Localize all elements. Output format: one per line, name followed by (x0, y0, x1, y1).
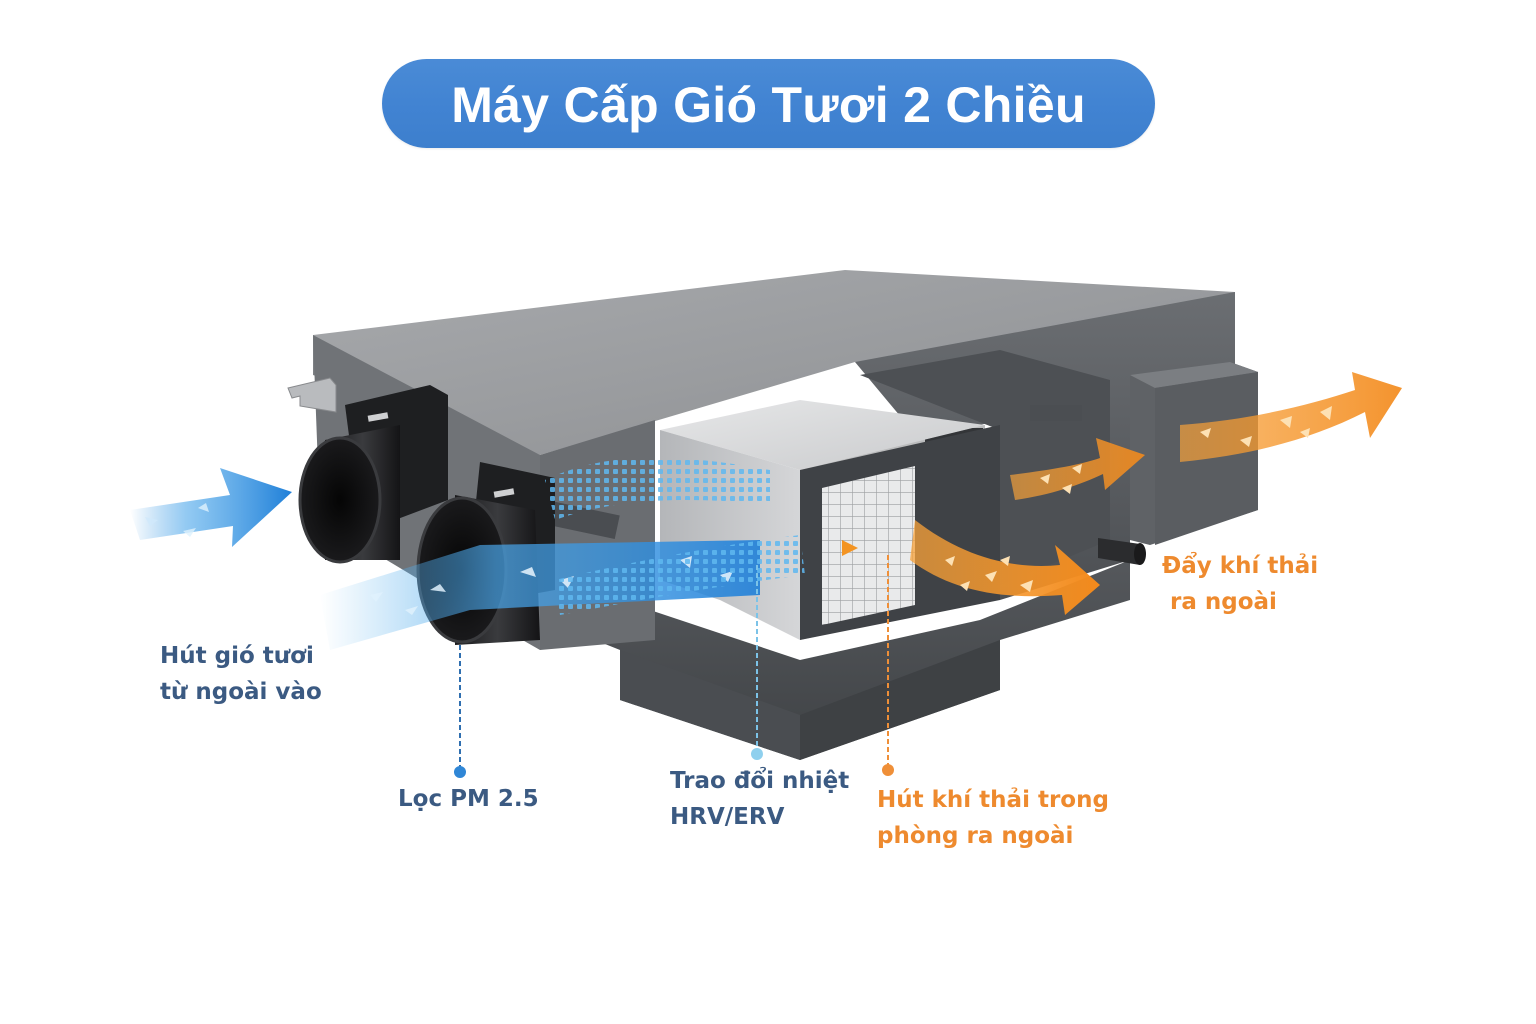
drain-pipe (1098, 538, 1146, 565)
pm25-dot-icon (454, 766, 466, 778)
label-exhaust-out: Đẩy khí thải ra ngoài (1162, 548, 1318, 620)
fresh-air-dotted-stream-lower (555, 535, 805, 615)
label-line: từ ngoài vào (160, 679, 322, 705)
callout-heat-exchange (751, 565, 763, 760)
label-line: Hút khí thải trong (877, 787, 1109, 813)
label-pm25-filter: Lọc PM 2.5 (398, 781, 539, 817)
label-line: Trao đổi nhiệt (670, 768, 850, 794)
fresh-air-dotted-stream-upper (545, 457, 770, 520)
callout-exhaust-in (882, 555, 894, 776)
label-line: Lọc PM 2.5 (398, 786, 539, 812)
label-exhaust-in: Hút khí thải trong phòng ra ngoài (877, 782, 1109, 854)
exhaust-arrow-lower (910, 520, 1100, 615)
exhaust-arrow-outlet (1180, 372, 1402, 462)
exhaust-dot-icon (882, 764, 894, 776)
airflow-pointer-icon (842, 540, 858, 556)
exhaust-arrow-middle (1010, 438, 1145, 500)
fresh-air-inlet-pipe-rear (298, 385, 448, 564)
label-line: HRV/ERV (670, 804, 785, 830)
label-fresh-air-in: Hút gió tươi từ ngoài vào (160, 638, 322, 710)
title-banner: Máy Cấp Gió Tươi 2 Chiều (382, 59, 1155, 148)
label-line: Đẩy khí thải (1162, 553, 1319, 579)
label-line: phòng ra ngoài (877, 823, 1074, 849)
mounting-bracket-left (287, 377, 337, 413)
fresh-air-arrow-outer (130, 468, 292, 547)
label-line: Hút gió tươi (160, 643, 314, 669)
label-line: ra ngoài (1170, 589, 1277, 615)
heat-exchange-dot-icon (751, 748, 763, 760)
filter-grid-panel (800, 425, 1000, 640)
page-title: Máy Cấp Gió Tươi 2 Chiều (451, 76, 1086, 133)
callout-pm25 (454, 645, 466, 778)
label-heat-exchange: Trao đổi nhiệt HRV/ERV (670, 763, 849, 835)
